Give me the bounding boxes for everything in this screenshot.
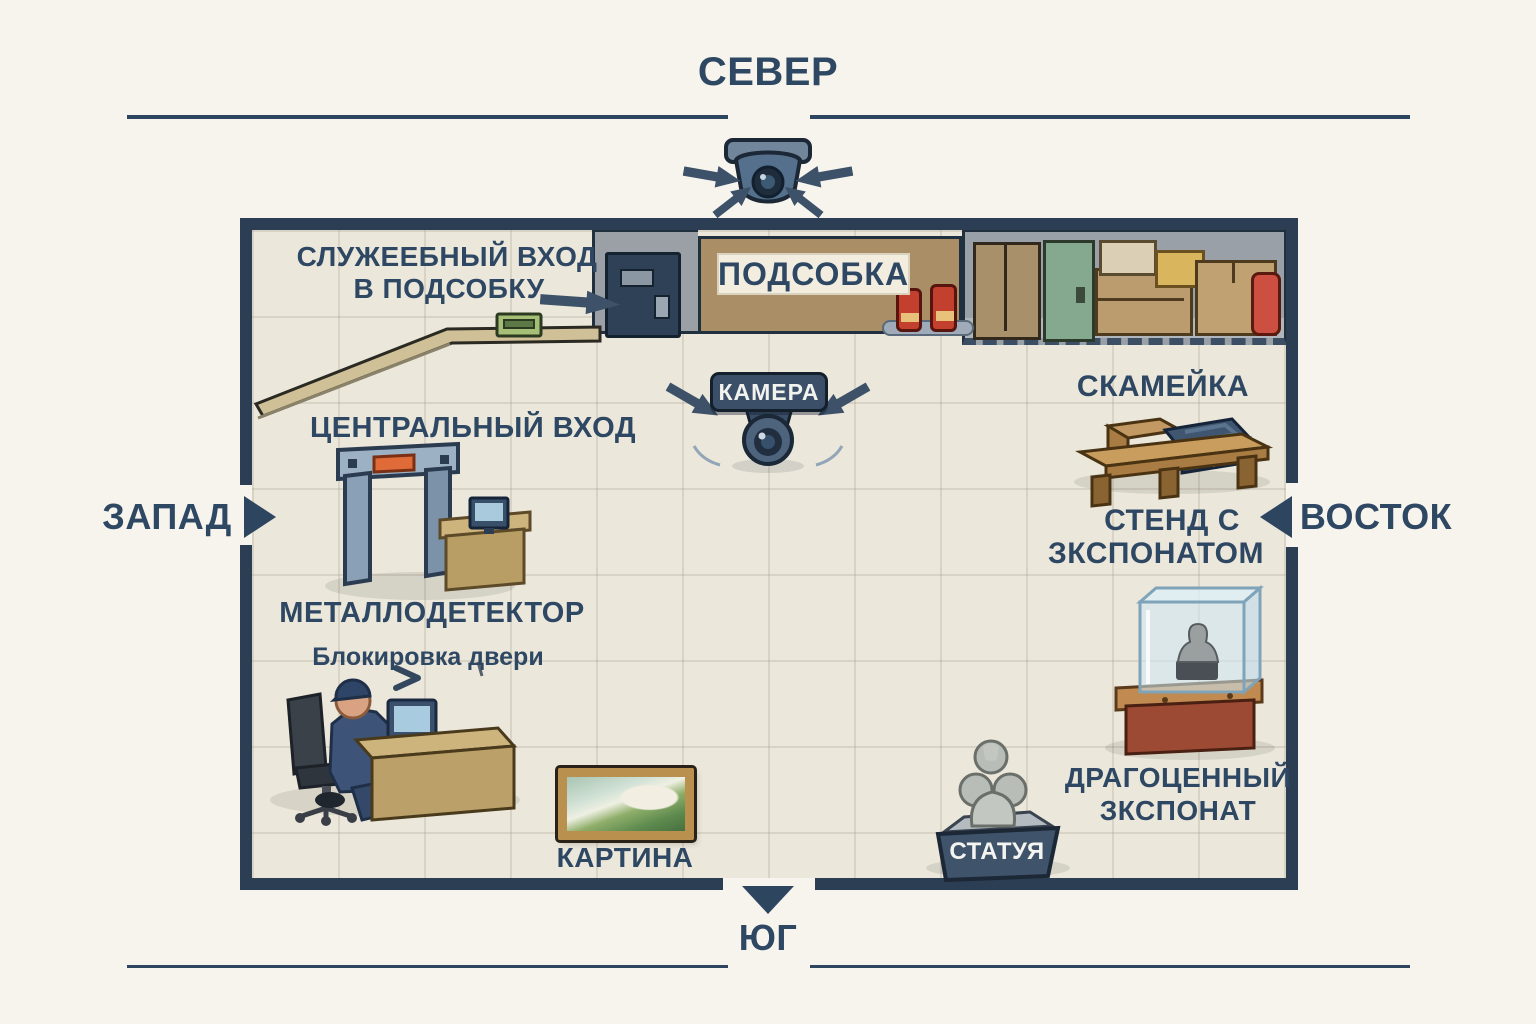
bottom-rule-left <box>127 965 728 968</box>
wall-north <box>240 218 1298 230</box>
service-door <box>605 252 681 338</box>
service-door-window <box>620 269 654 287</box>
top-rule-left <box>127 115 728 119</box>
compass-south-label: ЮГ <box>738 917 798 958</box>
service-entrance-label-line2: В ПОДСОБКУ <box>353 273 545 304</box>
extinguisher-band <box>936 311 954 321</box>
crate-shelf-line <box>1098 298 1184 301</box>
camera-arrow-icon <box>793 158 855 194</box>
precious-exhibit-label-line1: ДРАГОЦЕННЫЙ <box>1064 762 1292 793</box>
locker-handle <box>1076 287 1085 303</box>
fire-extinguisher-icon <box>1251 272 1281 336</box>
wall-east-lower <box>1286 547 1298 890</box>
compass-east-label: ВОСТОК <box>1299 496 1453 537</box>
storage-cabinet <box>973 242 1041 340</box>
storage-locker-green <box>1043 240 1095 342</box>
wall-west-upper <box>240 218 252 485</box>
fire-extinguisher-icon <box>930 284 957 332</box>
cabinet-door-split <box>1004 245 1007 331</box>
exhibit-stand-label-line2: ЗКСПОНАТОМ <box>1047 537 1265 570</box>
box-flap-line <box>1232 263 1235 283</box>
storage-area <box>962 229 1287 345</box>
wall-south-left <box>240 878 723 890</box>
service-entrance-label-line1: СЛУЖЕЕБНЫЙ ВХОД <box>296 241 598 272</box>
wall-east-upper <box>1286 218 1298 483</box>
extinguisher-band <box>901 313 919 322</box>
exhibit-stand-label-line1: СТЕНД С <box>1104 504 1240 537</box>
precious-exhibit-label-line2: ЗКСПОНАТ <box>1099 795 1257 826</box>
central-entrance-label: ЦЕНТРАЛЬНЫЙ ВХОД <box>310 412 636 444</box>
door-lock-label: Блокировка двери <box>312 643 544 671</box>
camera-arrow-icon <box>681 158 743 194</box>
bottom-rule-right <box>810 965 1410 968</box>
top-rule-right <box>810 115 1410 119</box>
backroom-door-wall <box>592 229 698 338</box>
painting-icon <box>555 765 697 843</box>
metal-detector-label: МЕТАЛЛОДЕТЕКТОР <box>279 597 585 629</box>
bench-label: СКАМЕЙКА <box>1076 370 1250 403</box>
camera-sign-text: КАМЕРА <box>718 378 820 405</box>
south-exit-arrow-icon <box>742 886 794 914</box>
storage-box-small <box>1099 240 1157 276</box>
statue-pedestal-label: СТАТУЯ <box>949 838 1045 865</box>
wall-west-lower <box>240 545 252 890</box>
storeroom-sign-text: ПОДСОБКА <box>717 255 910 292</box>
painting-label: КАРТИНА <box>556 842 694 873</box>
service-door-handle <box>654 295 670 319</box>
compass-west-label: ЗАПАД <box>102 496 232 537</box>
wall-south-right <box>815 878 1298 890</box>
storeroom-sign: ПОДСОБКА <box>717 253 910 295</box>
camera-sign: КАМЕРА <box>710 372 828 412</box>
compass-north-label: СЕВЕР <box>697 50 839 94</box>
